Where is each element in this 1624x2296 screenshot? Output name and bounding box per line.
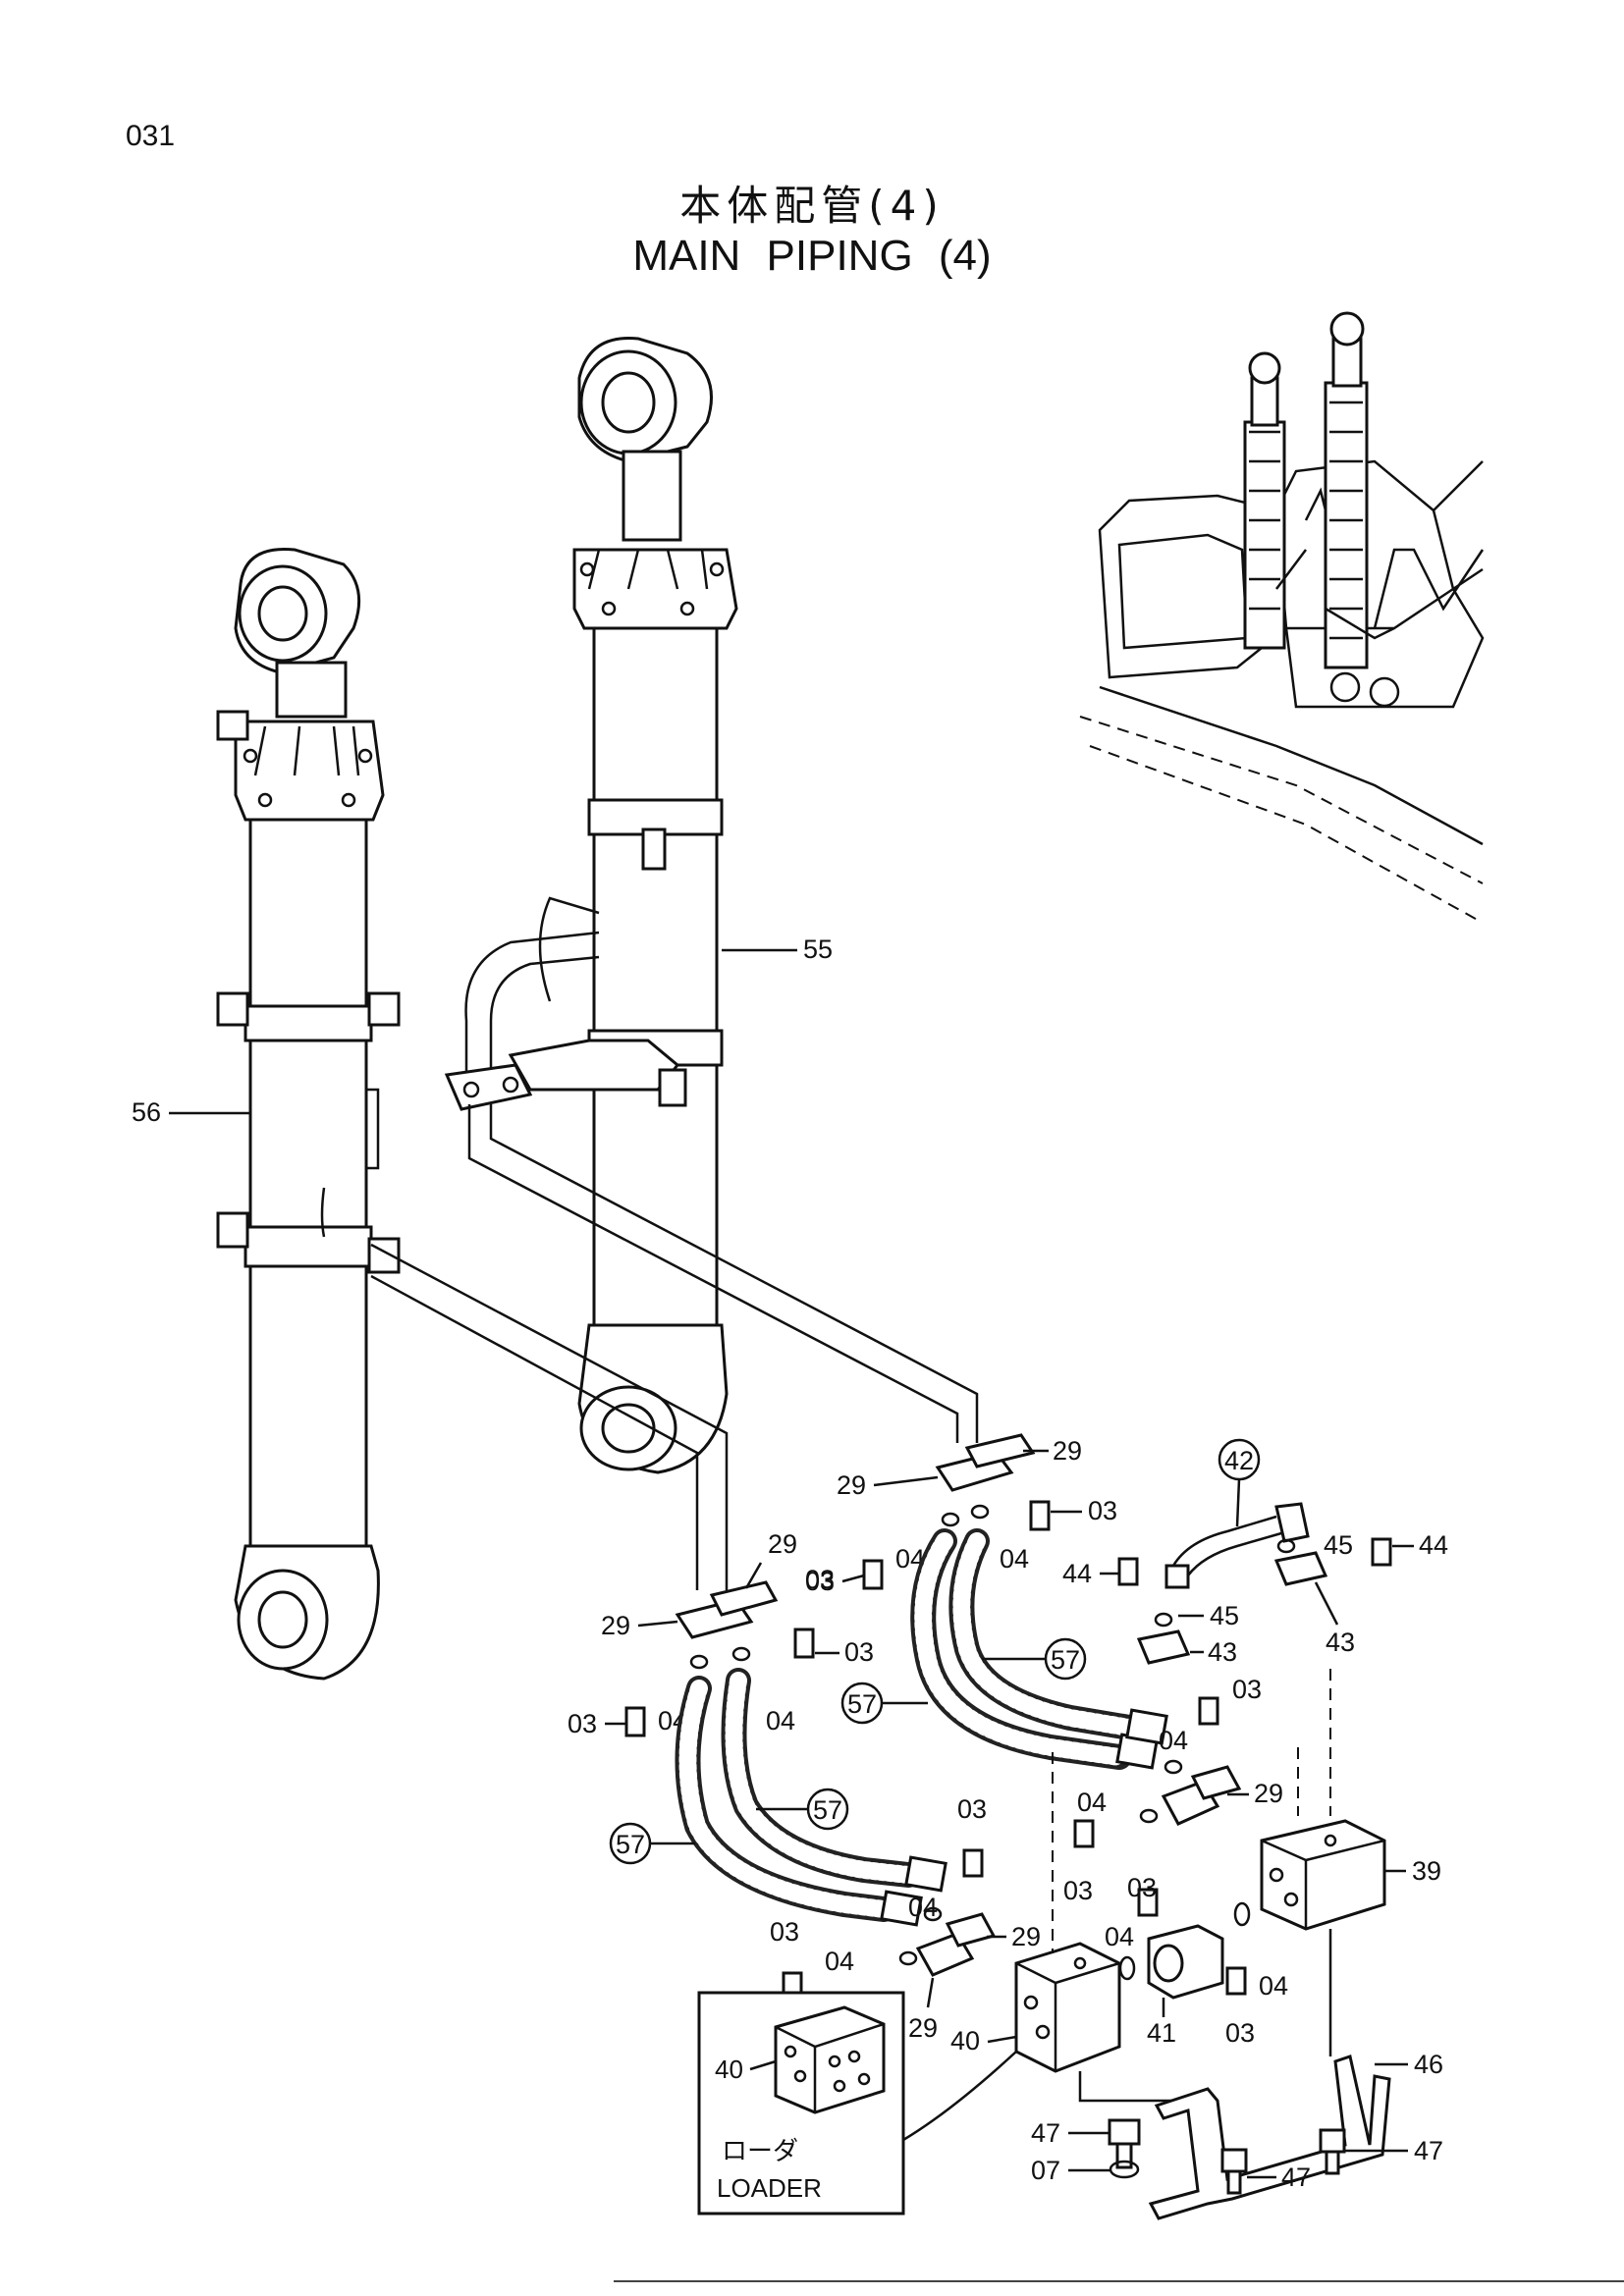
callout-03: 03 [1063,1876,1093,1905]
flange-group-upper [862,1433,1051,1590]
callout-04: 04 [1077,1788,1107,1817]
callout-03: 03 [805,1565,835,1594]
bracket-46 [1108,1929,1391,2220]
callout-29: 29 [1254,1779,1283,1808]
callout-45: 45 [1210,1601,1239,1630]
callout-29: 29 [768,1529,797,1559]
valve-block-40 [1014,1752,1208,2103]
callout-57: 57 [847,1689,877,1719]
valve-block-39 [1260,1669,1386,2032]
callout-03: 03 [1232,1675,1262,1704]
callout-29: 29 [1053,1436,1082,1466]
flange-group-lower [624,1580,815,1737]
hoses-57 [675,1528,1168,1927]
pipe-routes [370,1104,979,1590]
callout-04: 04 [908,1893,938,1922]
callout-57: 57 [1051,1645,1080,1675]
callout-04: 04 [1105,1922,1134,1951]
callout-47: 47 [1281,2163,1311,2192]
callout-03: 03 [957,1794,987,1824]
callout-47: 47 [1414,2136,1443,2165]
callout-03: 03 [844,1637,874,1667]
cylinder-56 [216,547,401,1681]
callout-43: 43 [1208,1637,1237,1667]
flange-group-right [1073,1696,1242,1848]
flange-group-lower-right [782,1848,997,2001]
callout-29: 29 [908,2013,938,2043]
callout-44: 44 [1062,1559,1092,1588]
callout-04: 04 [1259,1971,1288,2001]
page-number: 031 [126,120,176,152]
callout-42: 42 [1224,1446,1254,1475]
callout-03: 03 [1088,1496,1117,1525]
callout-04: 04 [1159,1726,1188,1755]
callout-04: 04 [825,1947,854,1976]
callout-03: 03 [568,1709,597,1738]
callout-55: 55 [803,934,833,964]
inset-caption-en: LOADER [717,2173,822,2203]
callout-04: 04 [766,1706,795,1735]
loader-inset [697,1991,1017,2216]
callout-29: 29 [601,1611,630,1640]
callout-04: 04 [1000,1544,1029,1574]
valve-41 [1118,1888,1251,2000]
callout-43: 43 [1326,1628,1355,1657]
callout-03: 03 [1127,1873,1157,1902]
callout-47: 47 [1031,2118,1060,2148]
callout-40: 40 [950,2026,980,2056]
callout-57: 57 [616,1830,645,1859]
callout-44: 44 [1419,1530,1448,1560]
callout-29: 29 [837,1470,866,1500]
callout-39: 39 [1412,1856,1441,1886]
callout-03: 03 [770,1917,799,1947]
callout-45: 45 [1324,1530,1353,1560]
cylinder-55 [444,337,738,1474]
title-japanese: 本体配管(4) [679,182,945,230]
callout-03: 03 [1225,2018,1255,2048]
callout-07: 07 [1031,2156,1060,2185]
callout-56: 56 [132,1097,161,1127]
callout-41: 41 [1147,2018,1176,2048]
footer-rule [614,2280,1624,2282]
inset-caption-jp: ローダ [722,2137,798,2166]
hose-42-assembly [1117,1502,1392,1665]
callout-57: 57 [813,1795,842,1825]
callout-29: 29 [1011,1922,1041,1951]
title-english: MAIN PIPING (4) [632,232,992,280]
callout-03: 03 [805,1567,835,1596]
excavator-location-sketch [1079,311,1485,924]
inset-part-40: 40 [715,2055,743,2084]
callout-46: 46 [1414,2050,1443,2079]
